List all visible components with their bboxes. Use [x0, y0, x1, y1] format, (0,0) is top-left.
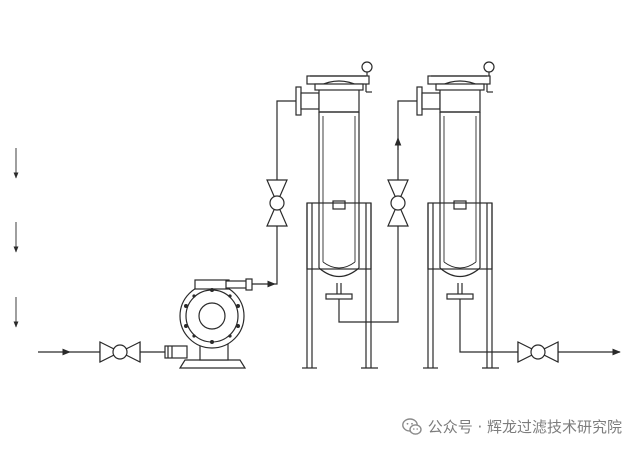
pipe-pump-to-filter-1 [275, 100, 296, 285]
watermark: 公众号 · 辉龙过滤技术研究院 [401, 416, 622, 437]
outlet-line [459, 299, 621, 356]
diaphragm-pump [164, 278, 276, 369]
watermark-text: 公众号 · 辉龙过滤技术研究院 [427, 418, 622, 436]
wechat-icon [401, 417, 422, 435]
valve-2 [387, 179, 409, 227]
valve-1 [266, 179, 288, 227]
inlet-valve [99, 341, 141, 363]
bag-filter-housing-2 [416, 61, 499, 369]
outlet-valve [517, 341, 559, 363]
bag-filter-housing-1 [295, 61, 378, 369]
pipe-filter-1-to-filter-2 [338, 100, 417, 323]
